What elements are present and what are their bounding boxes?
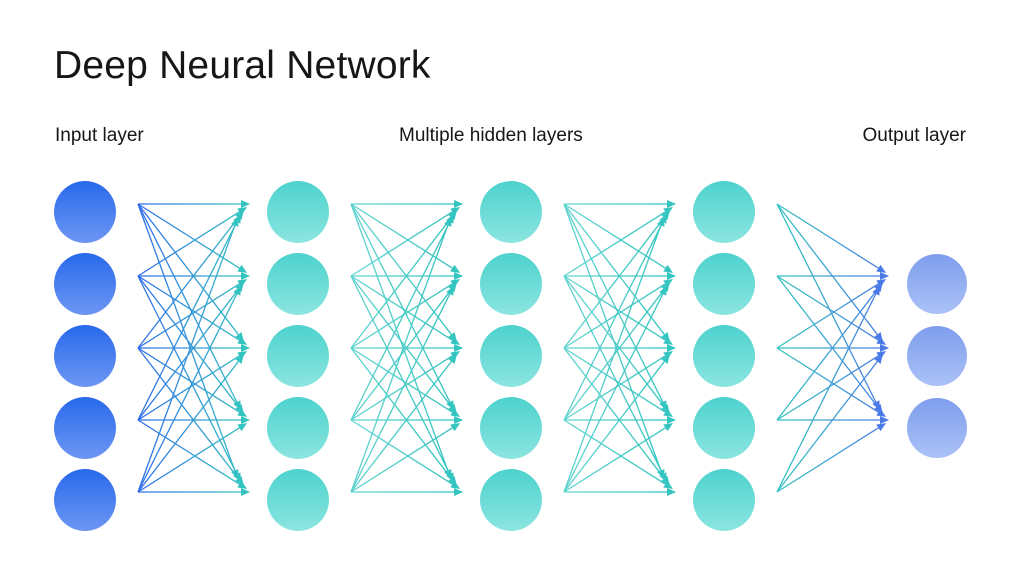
edge-hidden-2-n1-to-hidden-3-n2 (563, 203, 673, 273)
edge-input-n4-to-hidden-1-n3 (137, 351, 247, 421)
nodes-group (54, 181, 967, 531)
edge-hidden-2-n3-to-hidden-3-n5 (563, 347, 670, 486)
edge-hidden-3-n4-to-output-n1 (776, 282, 883, 421)
edge-hidden-2-n4-to-hidden-3-n2 (563, 282, 670, 421)
edge-input-n3-to-hidden-1-n5 (137, 347, 244, 486)
neuron-node-hidden-3-3 (693, 325, 755, 387)
edge-hidden-1-n2-to-hidden-2-n5 (350, 275, 454, 483)
neuron-node-hidden-3-2 (693, 253, 755, 315)
edge-hidden-2-n4-to-hidden-3-n1 (563, 213, 667, 421)
neuron-node-input-4 (54, 397, 116, 459)
edge-input-n3-to-hidden-1-n2 (137, 279, 247, 349)
edge-hidden-1-n4-to-hidden-2-n2 (350, 282, 457, 421)
edge-hidden-3-n5-to-output-n3 (776, 423, 886, 493)
edge-input-n1-to-hidden-1-n3 (137, 203, 244, 342)
neuron-node-input-1 (54, 181, 116, 243)
neuron-node-output-1 (907, 254, 967, 314)
edge-hidden-1-n4-to-hidden-2-n5 (350, 419, 460, 489)
edge-hidden-2-n5-to-hidden-3-n4 (563, 423, 673, 493)
edge-hidden-3-n2-to-output-n2 (776, 275, 886, 345)
edge-input-n4-to-hidden-1-n1 (137, 213, 241, 421)
edge-hidden-1-n4-to-hidden-2-n1 (350, 213, 454, 421)
edge-hidden-3-n1-to-output-n3 (776, 203, 880, 411)
edge-input-n2-to-hidden-1-n5 (137, 275, 241, 483)
edge-input-n5-to-hidden-1-n3 (137, 354, 244, 493)
neuron-node-input-3 (54, 325, 116, 387)
edge-input-n5-to-hidden-1-n1 (137, 217, 239, 493)
edge-hidden-1-n3-to-hidden-2-n5 (350, 347, 457, 486)
edge-input-n1-to-hidden-1-n2 (137, 203, 247, 273)
neuron-node-hidden-3-4 (693, 397, 755, 459)
edge-input-n2-to-hidden-1-n1 (137, 207, 247, 277)
edge-hidden-3-n4-to-output-n2 (776, 351, 886, 421)
neuron-node-input-2 (54, 253, 116, 315)
edge-hidden-3-n1-to-output-n2 (776, 203, 883, 342)
edge-input-n1-to-hidden-1-n4 (137, 203, 241, 411)
edge-hidden-3-n2-to-output-n3 (776, 275, 883, 414)
output-layer-label: Output layer (862, 125, 967, 146)
neuron-node-hidden-3-1 (693, 181, 755, 243)
hidden-layers-label: Multiple hidden layers (399, 125, 583, 146)
edge-hidden-2-n2-to-hidden-3-n1 (563, 207, 673, 277)
edge-input-n5-to-hidden-1-n4 (137, 423, 247, 493)
edge-hidden-1-n5-to-hidden-2-n4 (350, 423, 460, 493)
edge-hidden-3-n3-to-output-n1 (776, 279, 886, 349)
edge-hidden-1-n1-to-hidden-2-n2 (350, 203, 460, 273)
neuron-node-hidden-1-3 (267, 325, 329, 387)
neuron-node-hidden-1-1 (267, 181, 329, 243)
edge-hidden-1-n5-to-hidden-2-n2 (350, 285, 454, 493)
edge-hidden-1-n5-to-hidden-2-n1 (350, 217, 452, 493)
edge-hidden-2-n1-to-hidden-3-n3 (563, 203, 670, 342)
neuron-node-hidden-2-4 (480, 397, 542, 459)
edge-hidden-2-n5-to-hidden-3-n2 (563, 285, 667, 493)
neuron-node-hidden-2-5 (480, 469, 542, 531)
neuron-node-hidden-1-4 (267, 397, 329, 459)
neuron-node-output-2 (907, 326, 967, 386)
page-title: Deep Neural Network (54, 44, 431, 87)
neuron-node-output-3 (907, 398, 967, 458)
edge-hidden-1-n3-to-hidden-2-n2 (350, 279, 460, 349)
edge-hidden-2-n5-to-hidden-3-n1 (563, 217, 665, 493)
edge-hidden-2-n3-to-hidden-3-n2 (563, 279, 673, 349)
edge-hidden-1-n2-to-hidden-2-n1 (350, 207, 460, 277)
edge-hidden-1-n5-to-hidden-2-n3 (350, 354, 457, 493)
edge-hidden-2-n5-to-hidden-3-n3 (563, 354, 670, 493)
neuron-node-hidden-2-1 (480, 181, 542, 243)
edge-hidden-2-n4-to-hidden-3-n3 (563, 351, 673, 421)
edge-hidden-2-n4-to-hidden-3-n5 (563, 419, 673, 489)
neuron-node-hidden-2-3 (480, 325, 542, 387)
edge-hidden-3-n5-to-output-n2 (776, 354, 883, 493)
edge-hidden-2-n3-to-hidden-3-n1 (563, 210, 670, 349)
edge-input-n2-to-hidden-1-n4 (137, 275, 244, 414)
edge-hidden-1-n1-to-hidden-2-n4 (350, 203, 454, 411)
edge-input-n4-to-hidden-1-n5 (137, 419, 247, 489)
edge-input-n3-to-hidden-1-n1 (137, 210, 244, 349)
edge-hidden-2-n1-to-hidden-3-n4 (563, 203, 667, 411)
edges-group (137, 200, 889, 496)
edge-hidden-3-n5-to-output-n1 (776, 285, 880, 493)
neuron-node-hidden-3-5 (693, 469, 755, 531)
edge-hidden-3-n1-to-output-n1 (776, 203, 886, 273)
neuron-node-input-5 (54, 469, 116, 531)
neuron-node-hidden-2-2 (480, 253, 542, 315)
neuron-node-hidden-1-2 (267, 253, 329, 315)
edge-input-n5-to-hidden-1-n2 (137, 285, 241, 493)
edge-hidden-1-n2-to-hidden-2-n4 (350, 275, 457, 414)
input-layer-label: Input layer (55, 125, 144, 146)
edge-hidden-1-n3-to-hidden-2-n1 (350, 210, 457, 349)
edge-hidden-2-n2-to-hidden-3-n4 (563, 275, 670, 414)
edge-hidden-2-n2-to-hidden-3-n5 (563, 275, 667, 483)
edge-hidden-1-n1-to-hidden-2-n3 (350, 203, 457, 342)
neuron-node-hidden-1-5 (267, 469, 329, 531)
edge-input-n4-to-hidden-1-n2 (137, 282, 244, 421)
edge-hidden-1-n4-to-hidden-2-n3 (350, 351, 460, 421)
